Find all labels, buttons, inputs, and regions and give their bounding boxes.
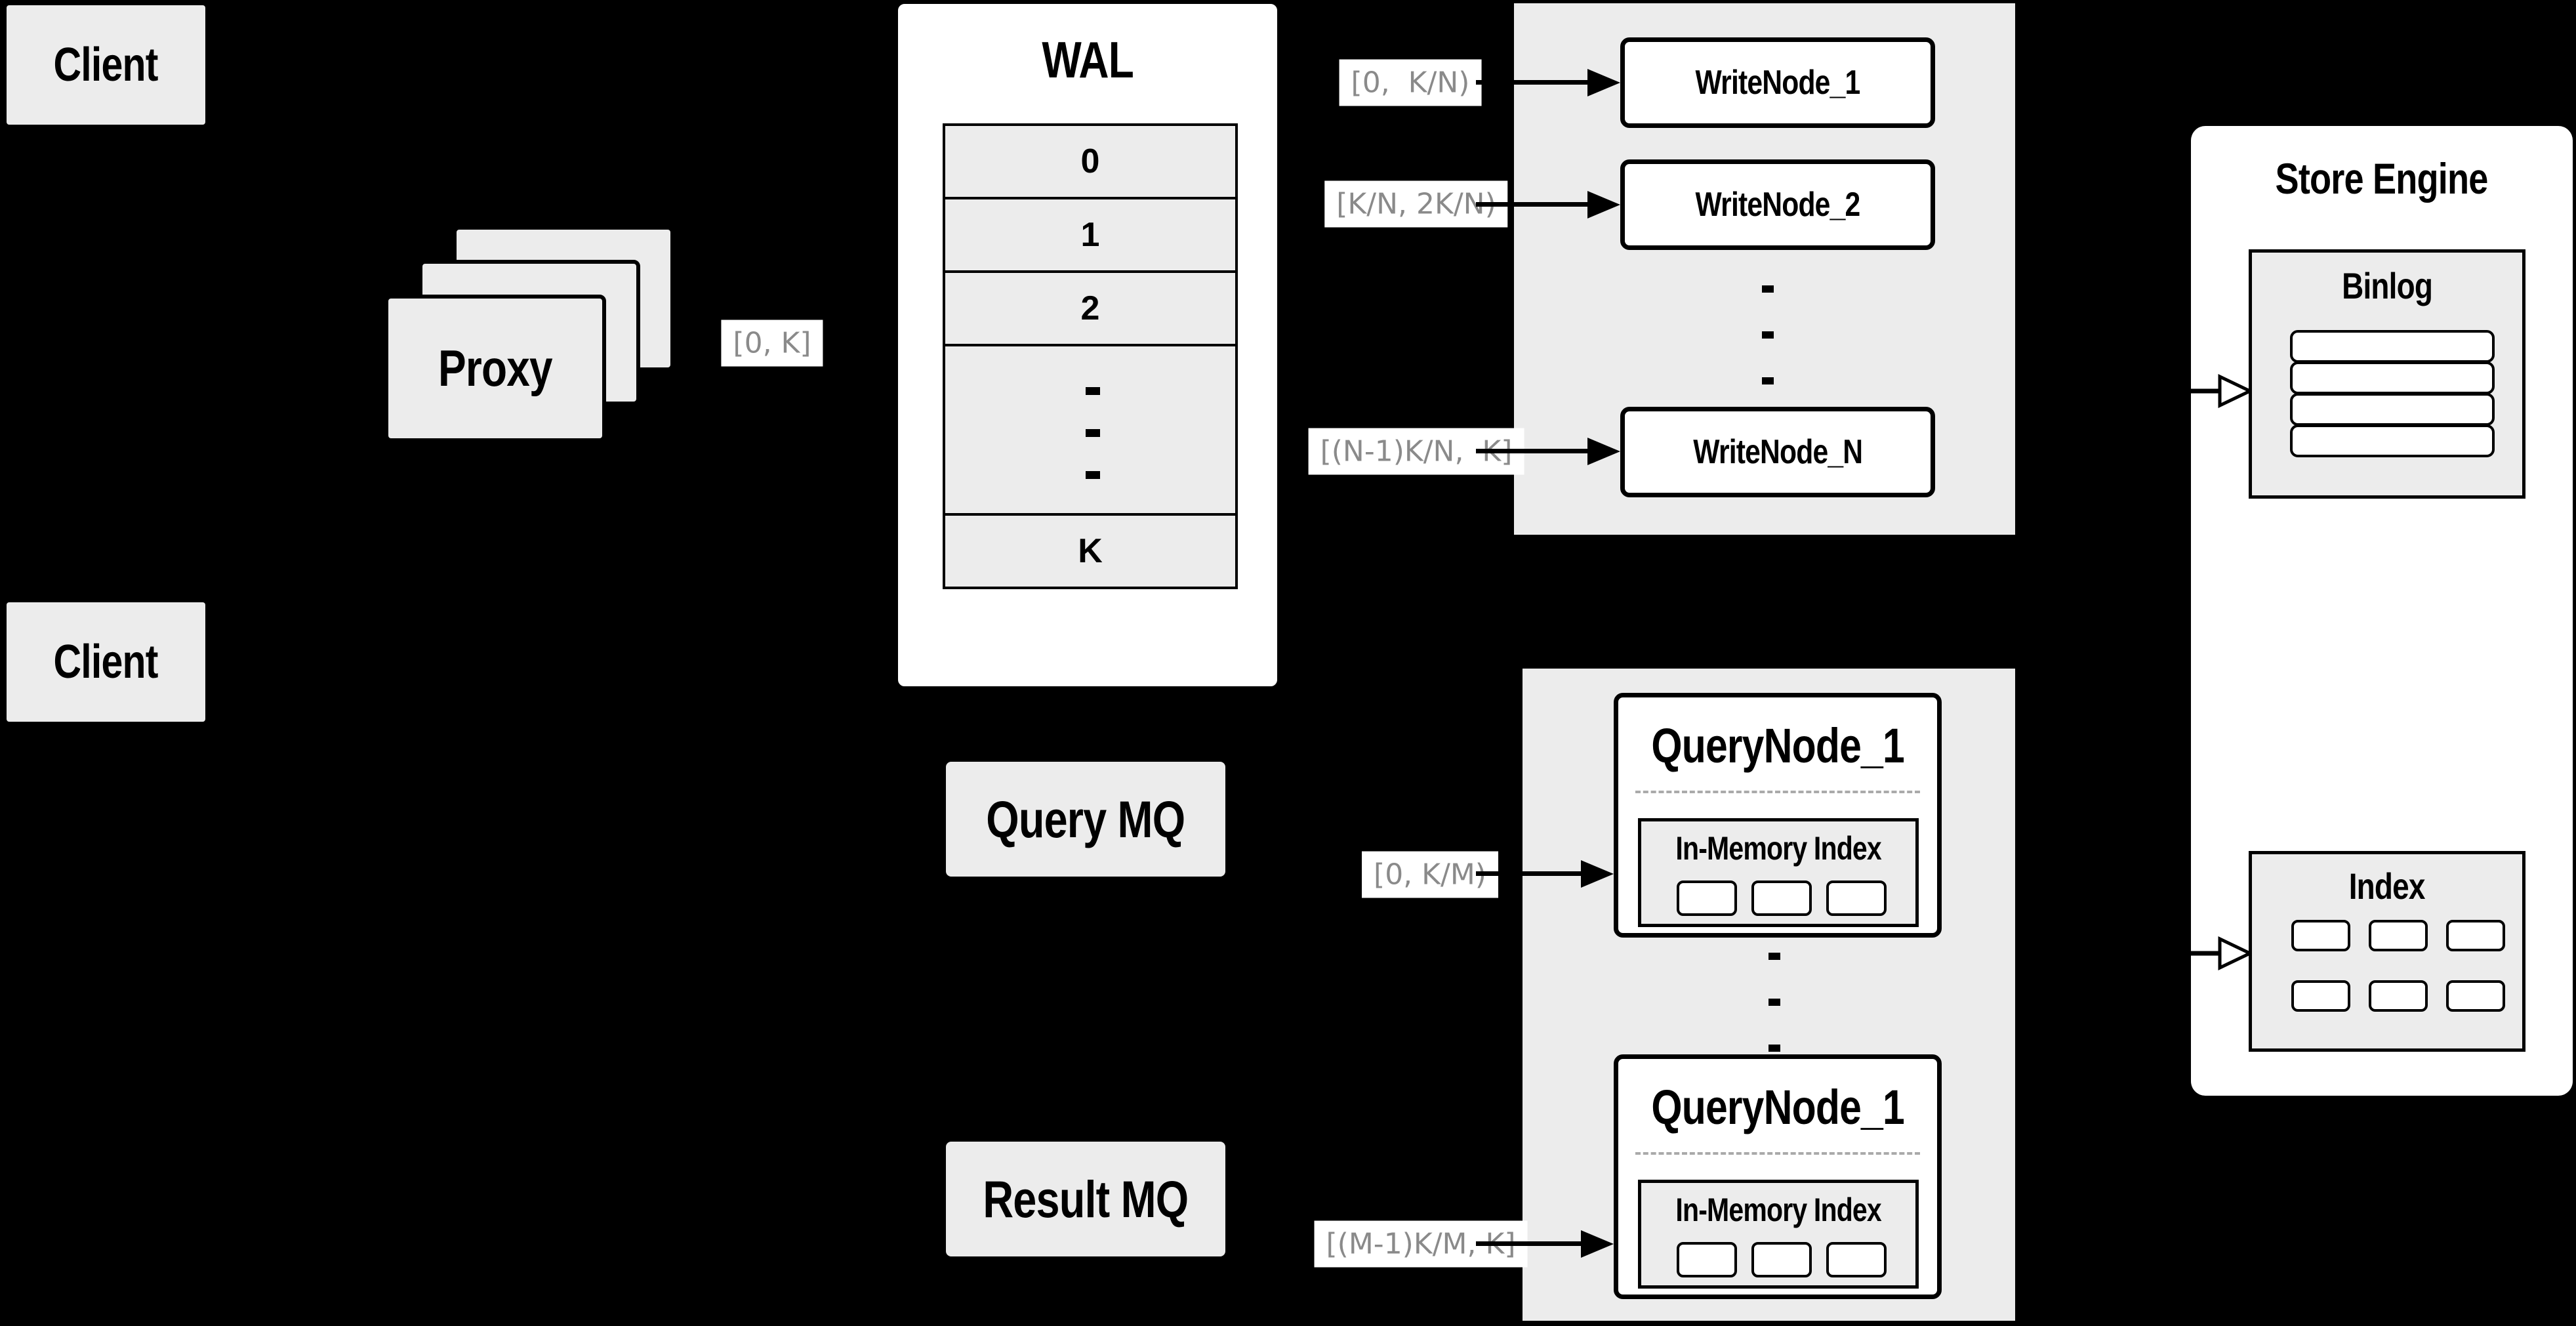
binlog-row: [2290, 362, 2495, 394]
dashed-divider: [1635, 1152, 1920, 1155]
query-node-1: QueryNode_1 In-Memory Index: [1614, 693, 1942, 938]
in-memory-index-title: In-Memory Index: [1675, 1191, 1881, 1228]
in-memory-index-box: In-Memory Index: [1638, 818, 1919, 927]
query-mq-label: Query MQ: [986, 789, 1185, 848]
query-node-2-title: QueryNode_1: [1651, 1079, 1904, 1134]
index-segment-cell: [1826, 1242, 1887, 1277]
index-segment-cell: [1677, 881, 1737, 916]
index-segment-cell: [1751, 1242, 1812, 1277]
arrow-to-querynode-1: [1476, 871, 1581, 876]
result-mq-box: Result MQ: [946, 1142, 1225, 1256]
index-cell: [2446, 980, 2505, 1012]
index-segment-cell: [1751, 881, 1812, 916]
range-label-query-1: [0, K/M): [1362, 851, 1498, 898]
wal-slot-1: 1: [1080, 216, 1100, 254]
write-node-2-label: WriteNode_2: [1695, 186, 1861, 224]
range-label-proxy-wal: [0, K]: [721, 320, 823, 367]
client-bottom-label: Client: [53, 636, 159, 688]
query-mq-box: Query MQ: [946, 762, 1225, 877]
index-segment-cell: [1677, 1242, 1737, 1277]
write-node-n-label: WriteNode_N: [1693, 433, 1863, 471]
index-cell: [2291, 980, 2350, 1012]
binlog-row: [2290, 425, 2495, 457]
dashed-divider: [1635, 791, 1920, 793]
wal-slot-k: K: [1078, 532, 1103, 570]
wal-slot-row: 2: [943, 270, 1238, 346]
store-engine-title: Store Engine: [2276, 154, 2489, 203]
index-box: Index: [2249, 851, 2525, 1052]
result-mq-label: Result MQ: [983, 1169, 1189, 1228]
open-arrow-index-icon: [2191, 936, 2251, 970]
arrow-to-querynode-2: [1476, 1241, 1581, 1246]
index-cell: [2369, 920, 2428, 951]
wal-box: WAL 0 1 2 K: [895, 1, 1280, 689]
write-node-n: WriteNode_N: [1620, 407, 1935, 497]
open-arrow-binlog-icon: [2191, 374, 2251, 408]
write-node-2: WriteNode_2: [1620, 159, 1935, 250]
wal-slot-2: 2: [1080, 289, 1100, 327]
index-cell: [2291, 920, 2350, 951]
index-title: Index: [2349, 865, 2426, 907]
client-top-label: Client: [53, 39, 159, 91]
binlog-box: Binlog: [2249, 249, 2525, 499]
in-memory-index-title: In-Memory Index: [1675, 830, 1881, 867]
wal-slot-0: 0: [1080, 142, 1100, 180]
index-segment-cell: [1826, 881, 1887, 916]
arrow-to-writenode-n: [1476, 449, 1587, 453]
binlog-row: [2290, 330, 2495, 363]
client-box-bottom: Client: [7, 602, 205, 722]
proxy-label: Proxy: [438, 339, 552, 397]
wal-slot-row: K: [943, 513, 1238, 589]
wal-slot-row-ellipsis: [943, 344, 1238, 516]
index-cell: [2369, 980, 2428, 1012]
wal-slot-row: 0: [943, 123, 1238, 199]
store-engine-box: Store Engine Binlog Index: [2191, 126, 2573, 1096]
wal-slot-table: 0 1 2 K: [943, 123, 1238, 589]
query-node-2: QueryNode_1 In-Memory Index: [1614, 1054, 1942, 1299]
proxy-card-front: Proxy: [384, 295, 606, 442]
range-label-write-n: [(N-1)K/N, K]: [1308, 428, 1524, 475]
query-node-1-title: QueryNode_1: [1651, 718, 1904, 773]
arrow-to-writenode-2: [1476, 202, 1587, 207]
write-node-1-label: WriteNode_1: [1695, 64, 1861, 102]
index-cell: [2446, 920, 2505, 951]
client-box-top: Client: [7, 5, 205, 125]
wal-slot-row: 1: [943, 197, 1238, 273]
range-label-write-1: [0, K/N): [1339, 59, 1482, 106]
arrow-to-writenode-1: [1476, 80, 1587, 85]
wal-title: WAL: [1042, 30, 1134, 89]
write-node-1: WriteNode_1: [1620, 37, 1935, 128]
binlog-title: Binlog: [2342, 264, 2433, 306]
in-memory-index-box: In-Memory Index: [1638, 1180, 1919, 1289]
binlog-row: [2290, 393, 2495, 426]
